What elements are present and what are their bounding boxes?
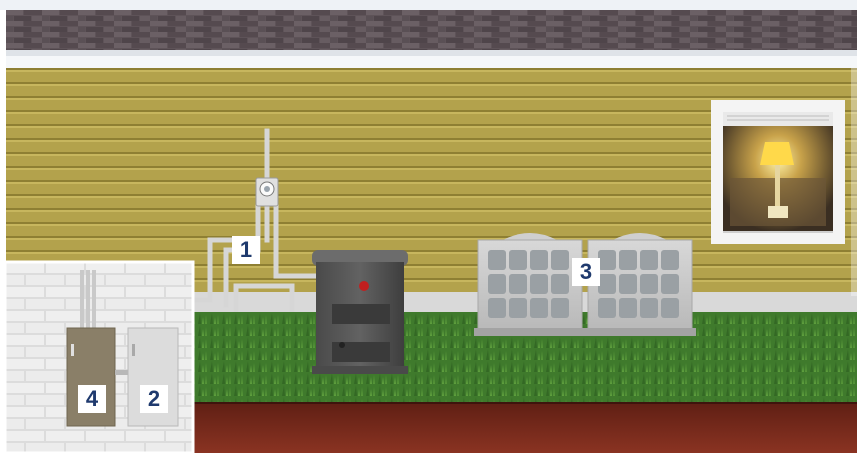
fan-grille-cell bbox=[661, 250, 679, 270]
fan-grille-cell bbox=[551, 274, 569, 294]
fan-grille-cell bbox=[509, 250, 527, 270]
fan-grille-cell bbox=[598, 250, 616, 270]
fan-grille-cell bbox=[488, 250, 506, 270]
fan-grille-cell bbox=[530, 274, 548, 294]
fan-grille-cell bbox=[509, 274, 527, 294]
fan-grille-cell bbox=[619, 298, 637, 318]
fan-grille-cell bbox=[551, 250, 569, 270]
fan-grille-cell bbox=[640, 298, 658, 318]
brand-logo-icon bbox=[359, 281, 369, 291]
roof bbox=[6, 10, 857, 68]
fan-grille-cell bbox=[530, 250, 548, 270]
condenser-unit-right bbox=[584, 233, 696, 336]
fan-grille-cell bbox=[640, 274, 658, 294]
soil bbox=[180, 402, 857, 453]
utility-meter bbox=[256, 178, 278, 206]
fan-grille-cell bbox=[619, 250, 637, 270]
fan-grille-cell bbox=[530, 298, 548, 318]
callout-3-condenser-label: 3 bbox=[572, 258, 600, 286]
fan-grille-cell bbox=[661, 274, 679, 294]
fan-grille-cell bbox=[598, 298, 616, 318]
condenser-unit-left bbox=[474, 233, 586, 336]
callout-1-meter-label: 1 bbox=[232, 236, 260, 264]
fan-grille-cell bbox=[640, 250, 658, 270]
fan-grille-cell bbox=[488, 298, 506, 318]
callout-2-transfer-switch-label: 2 bbox=[140, 385, 168, 413]
fan-grille-cell bbox=[509, 298, 527, 318]
fan-grille-cell bbox=[488, 274, 506, 294]
window-with-lamp bbox=[711, 100, 845, 244]
callout-4-main-panel-label: 4 bbox=[78, 385, 106, 413]
fan-grille-cell bbox=[661, 298, 679, 318]
fan-grille-cell bbox=[619, 274, 637, 294]
home-generator bbox=[312, 250, 408, 374]
fan-grille-cell bbox=[551, 298, 569, 318]
sky-strip bbox=[0, 0, 857, 10]
fan-grille-cell bbox=[598, 274, 616, 294]
